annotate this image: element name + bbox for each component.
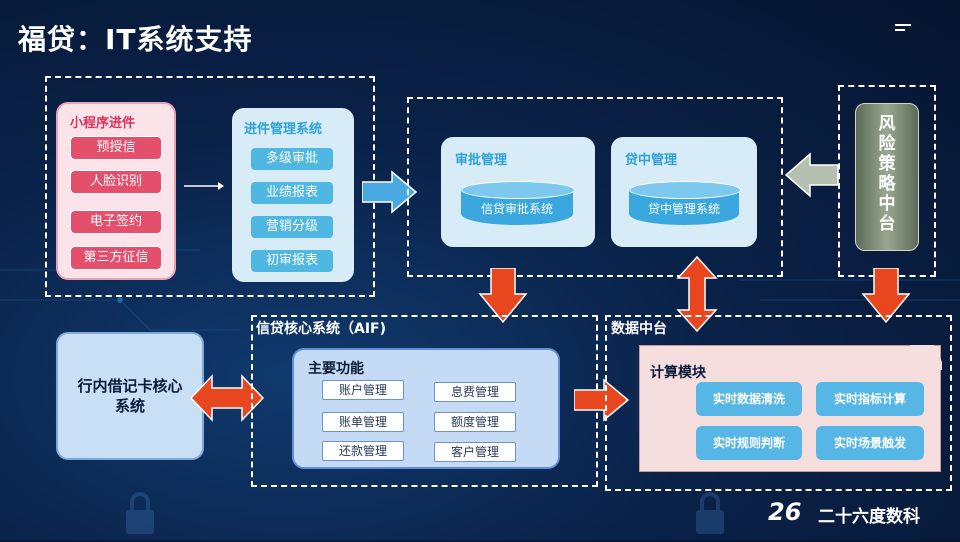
database-icon [629, 181, 741, 199]
features-title: 主要功能 [308, 361, 364, 377]
brand-name: 二十六度数科 [818, 507, 920, 527]
arrow-down-icon [861, 268, 911, 324]
core-bank-label: 行内借记卡核心系统 [77, 377, 183, 415]
feature-tag[interactable]: 额度管理 [434, 412, 516, 432]
lock-icon [120, 490, 160, 542]
data-center-label: 数据中台 [611, 321, 667, 337]
arrow-right-icon [184, 182, 224, 190]
intake-panel: 进件管理系统 多级审批 业绩报表 营销分级 初审报表 [232, 108, 354, 282]
compute-item[interactable]: 实时场景触发 [816, 426, 924, 460]
data-center-group [605, 315, 952, 491]
risk-panel[interactable]: 风险策略中台 [855, 103, 919, 251]
approval-label: 审批管理 [455, 153, 508, 168]
compute-title: 计算模块 [650, 365, 706, 381]
loan-mgmt-panel: 贷中管理 贷中管理系统 [611, 137, 757, 247]
approval-panel: 审批管理 信贷审批系统 [441, 137, 595, 247]
intake-item[interactable]: 多级审批 [251, 148, 333, 170]
feature-tag[interactable]: 还款管理 [322, 441, 404, 461]
arrow-down-icon [478, 268, 528, 324]
mini-program-item[interactable]: 第三方征信 [70, 246, 162, 270]
arrow-left-icon [784, 152, 839, 198]
core-bank-panel[interactable]: 行内借记卡核心系统 [56, 332, 204, 460]
brand-logo: 26 [768, 498, 802, 526]
feature-tag[interactable]: 客户管理 [434, 442, 516, 462]
double-arrow-icon [676, 256, 718, 332]
feature-tag[interactable]: 账单管理 [322, 412, 404, 432]
menu-icon[interactable] [895, 24, 911, 32]
arrow-right-icon [362, 170, 418, 214]
mini-program-item[interactable]: 预授信 [70, 136, 162, 160]
lock-icon [690, 490, 730, 542]
mini-program-label: 小程序进件 [70, 116, 136, 131]
credit-core-label: 信贷核心系统（AIF) [256, 321, 387, 337]
features-panel: 主要功能 账户管理 息费管理 账单管理 额度管理 还款管理 客户管理 [292, 348, 560, 469]
approval-group [407, 97, 783, 277]
compute-item[interactable]: 实时数据清洗 [696, 382, 802, 416]
intake-item[interactable]: 营销分级 [251, 216, 333, 238]
feature-tag[interactable]: 账户管理 [322, 380, 404, 400]
compute-item[interactable]: 实时指标计算 [816, 382, 924, 416]
intake-item[interactable]: 初审报表 [251, 250, 333, 272]
mini-program-item[interactable]: 电子签约 [70, 210, 162, 234]
double-arrow-icon [190, 374, 264, 422]
arrow-right-icon [574, 378, 630, 422]
risk-label: 风险策略中台 [878, 114, 896, 234]
compute-panel: 计算模块 实时数据清洗 实时指标计算 实时规则判断 实时场景触发 [639, 345, 941, 472]
compute-item[interactable]: 实时规则判断 [696, 426, 802, 460]
loan-mgmt-label: 贷中管理 [625, 153, 678, 168]
feature-tag[interactable]: 息费管理 [434, 382, 516, 402]
folded-corner [910, 345, 942, 370]
mini-program-panel: 小程序进件 预授信 人脸识别 电子签约 第三方征信 [56, 102, 176, 280]
intake-label: 进件管理系统 [244, 122, 323, 137]
mini-program-item[interactable]: 人脸识别 [70, 170, 162, 194]
database-icon [461, 181, 575, 199]
page-title: 福贷：IT系统支持 [18, 23, 253, 56]
intake-item[interactable]: 业绩报表 [251, 182, 333, 204]
